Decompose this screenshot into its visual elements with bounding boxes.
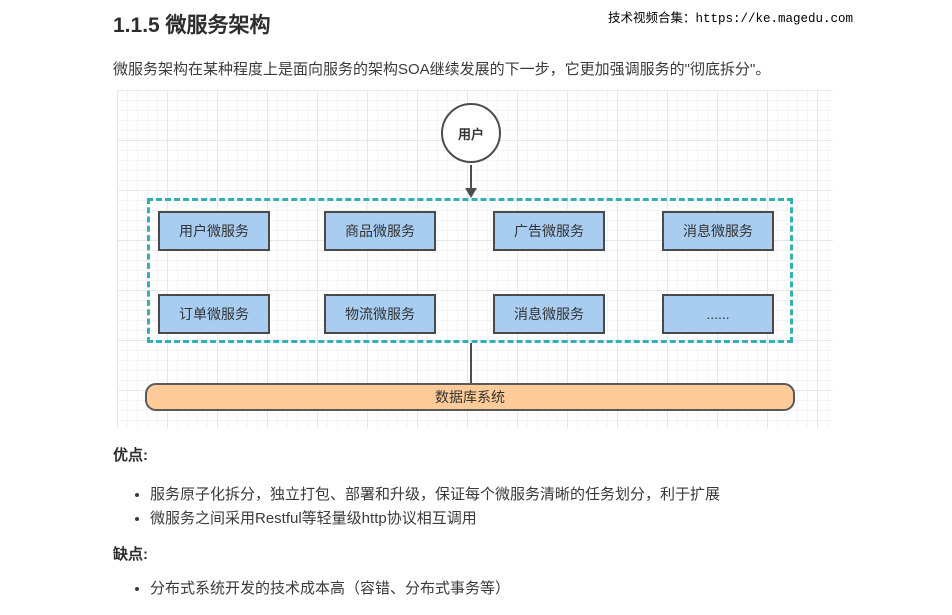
service-box-user: 用户微服务 <box>158 211 270 251</box>
user-node-label: 用户 <box>457 126 484 142</box>
service-box-product: 商品微服务 <box>324 211 436 251</box>
microservices-cluster-boundary <box>147 198 793 343</box>
database-label: 数据库系统 <box>435 389 505 405</box>
service-label: 用户微服务 <box>179 223 249 239</box>
service-box-order: 订单微服务 <box>158 294 270 334</box>
cons-heading: 缺点: <box>113 546 148 563</box>
pros-heading: 优点: <box>113 447 148 464</box>
service-label: 消息微服务 <box>683 223 753 239</box>
service-label: 物流微服务 <box>345 306 415 322</box>
cons-list: 分布式系统开发的技术成本高（容错、分布式事务等） <box>131 577 510 601</box>
service-box-ad: 广告微服务 <box>493 211 605 251</box>
service-label: ...... <box>706 306 730 322</box>
service-label: 广告微服务 <box>514 223 584 239</box>
service-box-message-2: 消息微服务 <box>493 294 605 334</box>
database-system-node: 数据库系统 <box>145 383 795 411</box>
service-label: 订单微服务 <box>179 306 249 322</box>
pros-item: 服务原子化拆分，独立打包、部署和升级，保证每个微服务清晰的任务划分，利于扩展 <box>150 483 720 507</box>
user-to-cluster-arrow-line <box>470 165 472 189</box>
pros-list: 服务原子化拆分，独立打包、部署和升级，保证每个微服务清晰的任务划分，利于扩展 微… <box>131 483 720 531</box>
service-label: 商品微服务 <box>345 223 415 239</box>
intro-paragraph: 微服务架构在某种程度上是面向服务的架构SOA继续发展的下一步，它更加强调服务的"… <box>113 61 771 78</box>
service-box-message: 消息微服务 <box>662 211 774 251</box>
section-title: 1.1.5 微服务架构 <box>113 14 271 37</box>
service-label: 消息微服务 <box>514 306 584 322</box>
cluster-to-database-connector <box>470 343 472 383</box>
service-box-ellipsis: ...... <box>662 294 774 334</box>
service-box-logistics: 物流微服务 <box>324 294 436 334</box>
cons-item: 分布式系统开发的技术成本高（容错、分布式事务等） <box>150 577 510 601</box>
pros-item: 微服务之间采用Restful等轻量级http协议相互调用 <box>150 507 720 531</box>
source-note: 技术视频合集：https://ke.magedu.com <box>608 12 854 26</box>
arrow-head-icon <box>465 188 477 198</box>
microservices-architecture-diagram: 用户 用户微服务 商品微服务 广告微服务 消息微服务 订单微服务 物流微服务 消… <box>117 90 833 428</box>
user-node: 用户 <box>441 103 501 163</box>
